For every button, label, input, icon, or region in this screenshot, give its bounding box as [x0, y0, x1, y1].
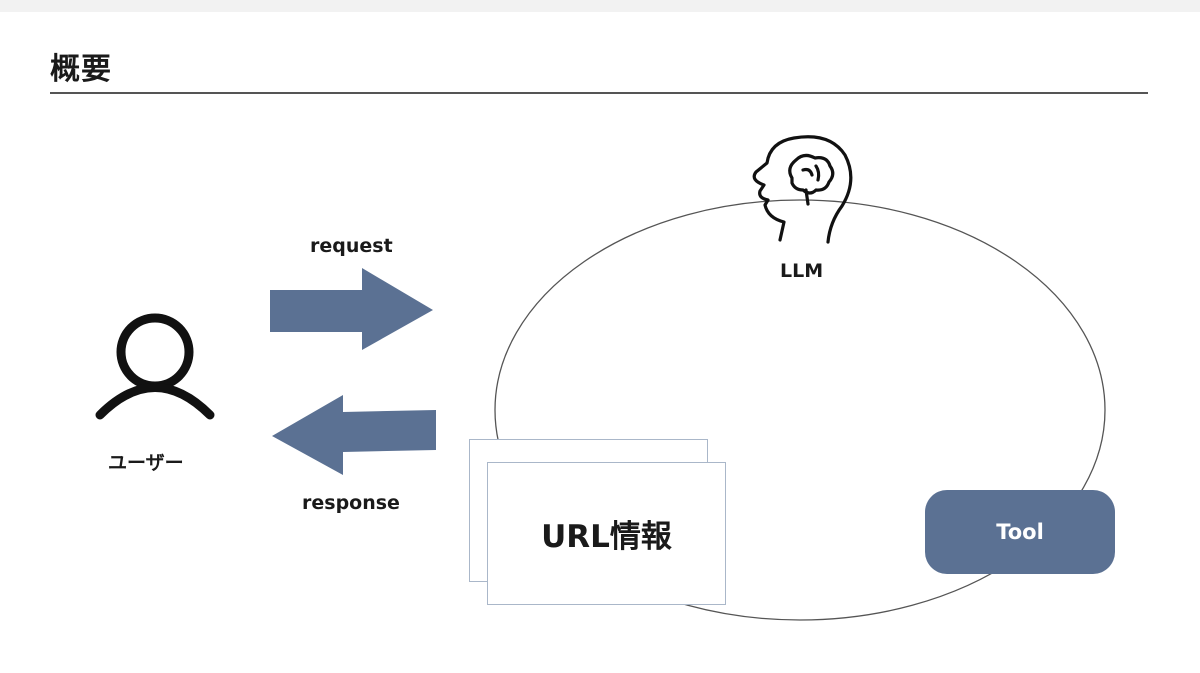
slide-title: 概要 — [50, 52, 112, 87]
top-strip — [0, 0, 1200, 12]
user-label: ユーザー — [108, 452, 184, 474]
request-label: request — [310, 235, 393, 257]
url-info-card: URL情報 — [487, 462, 726, 605]
response-arrow — [272, 395, 436, 475]
tool-label: Tool — [996, 520, 1044, 544]
user-icon — [95, 313, 215, 420]
llm-boundary-ellipse — [494, 199, 1106, 621]
url-info-label: URL情報 — [541, 519, 672, 555]
request-arrow — [270, 268, 433, 350]
title-divider — [50, 92, 1148, 94]
brain-head-icon — [752, 135, 853, 244]
response-label: response — [302, 492, 400, 514]
llm-label: LLM — [780, 260, 824, 282]
tool-button[interactable]: Tool — [925, 490, 1115, 574]
